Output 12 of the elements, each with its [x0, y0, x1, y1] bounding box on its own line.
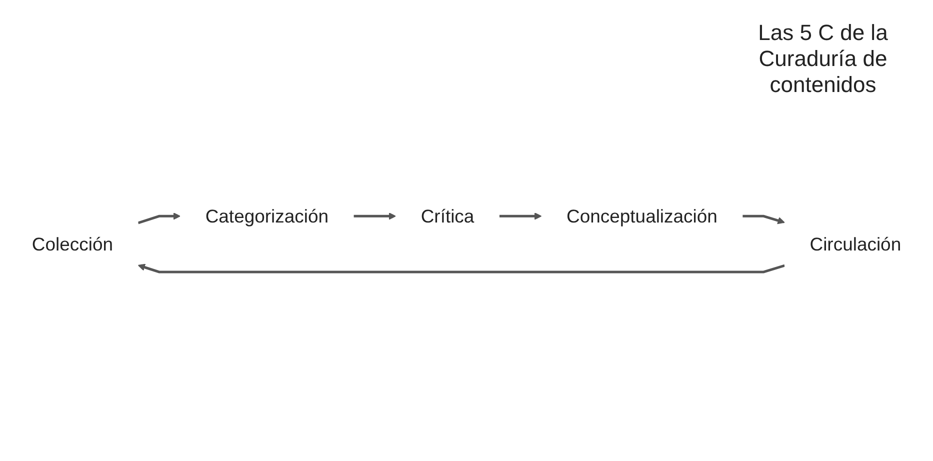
node-text: Crítica	[420, 205, 474, 226]
arrow	[499, 212, 542, 220]
arrow	[742, 214, 785, 224]
node-text: Conceptualización	[566, 205, 718, 226]
node-text: Colección	[32, 233, 113, 254]
arrow	[138, 212, 180, 224]
arrow	[138, 263, 785, 273]
cycle-diagram: Colección Categorización Crítica Conceptualización Circulación	[0, 182, 933, 278]
center-caption: Las 5 C de la Curaduría de contenidos	[757, 20, 889, 98]
arrow	[354, 212, 396, 220]
node-text: Circulación	[810, 233, 902, 254]
node-text: Categorización	[205, 205, 329, 226]
